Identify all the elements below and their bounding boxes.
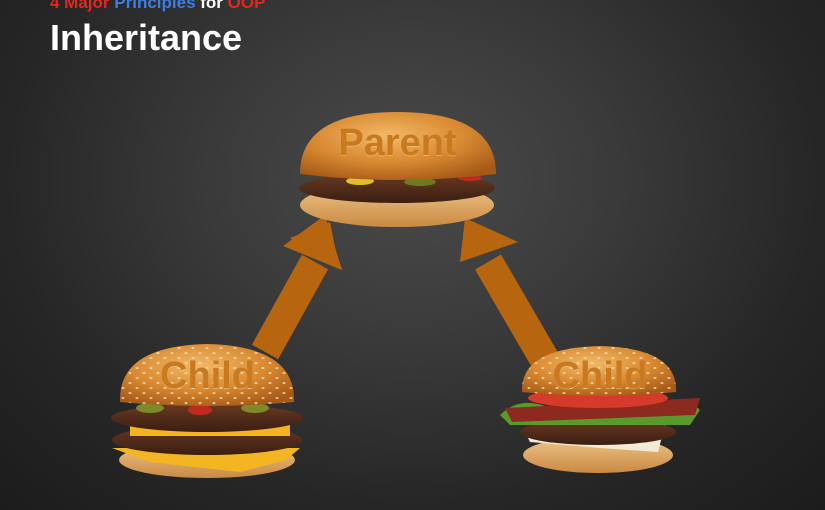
subtitle-part-4: OOP: [227, 0, 266, 12]
slide-header: 4 Major Principles for OOP Inheritance: [50, 0, 265, 59]
slide-subtitle: 4 Major Principles for OOP: [50, 0, 265, 13]
subtitle-part-3: for: [200, 0, 223, 12]
arrow-right-to-parent: [460, 218, 558, 368]
child-left-burger: [111, 344, 303, 478]
child-left-label: Child: [160, 355, 255, 397]
parent-label: Parent: [338, 122, 457, 164]
child-right-burger: [500, 346, 700, 473]
parent-burger: [299, 112, 496, 227]
child-right-label: Child: [552, 355, 648, 397]
subtitle-part-2: Principles: [114, 0, 196, 12]
subtitle-part-1: 4 Major: [50, 0, 110, 12]
slide-title: Inheritance: [50, 17, 243, 58]
arrow-left-to-parent: [251, 215, 342, 360]
